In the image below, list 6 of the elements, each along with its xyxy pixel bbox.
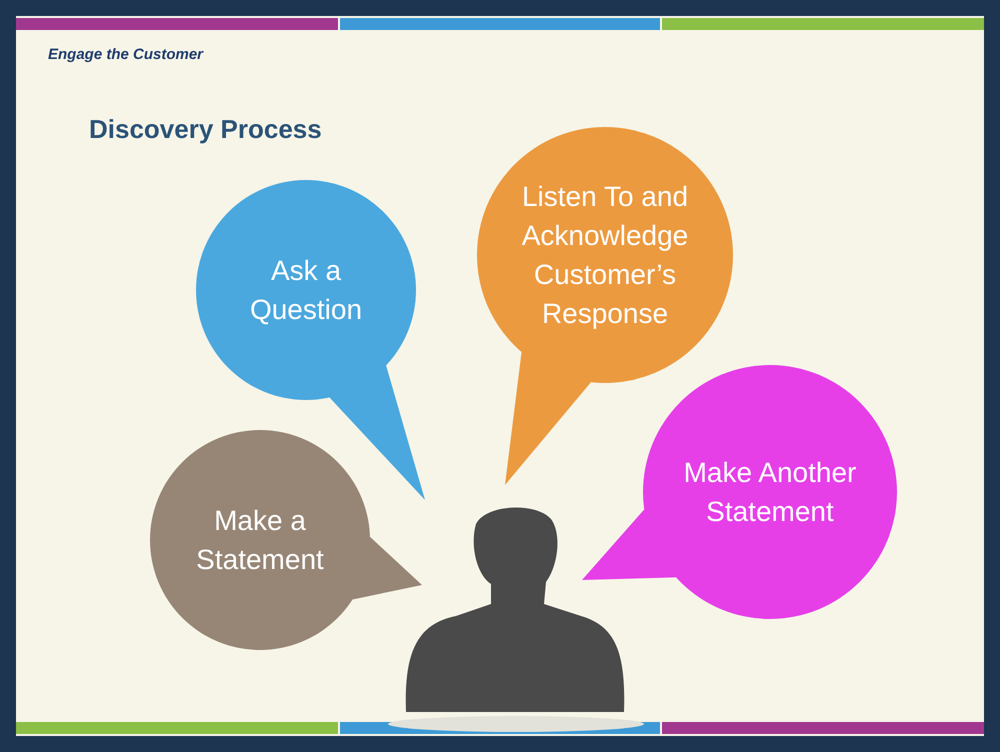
bubble-text: Listen To and Acknowledge Customer’s Response <box>520 180 690 331</box>
title: Discovery Process <box>89 114 322 145</box>
bubble-text: Make Another Statement <box>682 456 858 529</box>
header-text: Engage the Customer <box>48 46 204 63</box>
bubble-text: Make a Statement <box>195 504 325 577</box>
bubble-text: Ask a Question <box>248 254 364 327</box>
